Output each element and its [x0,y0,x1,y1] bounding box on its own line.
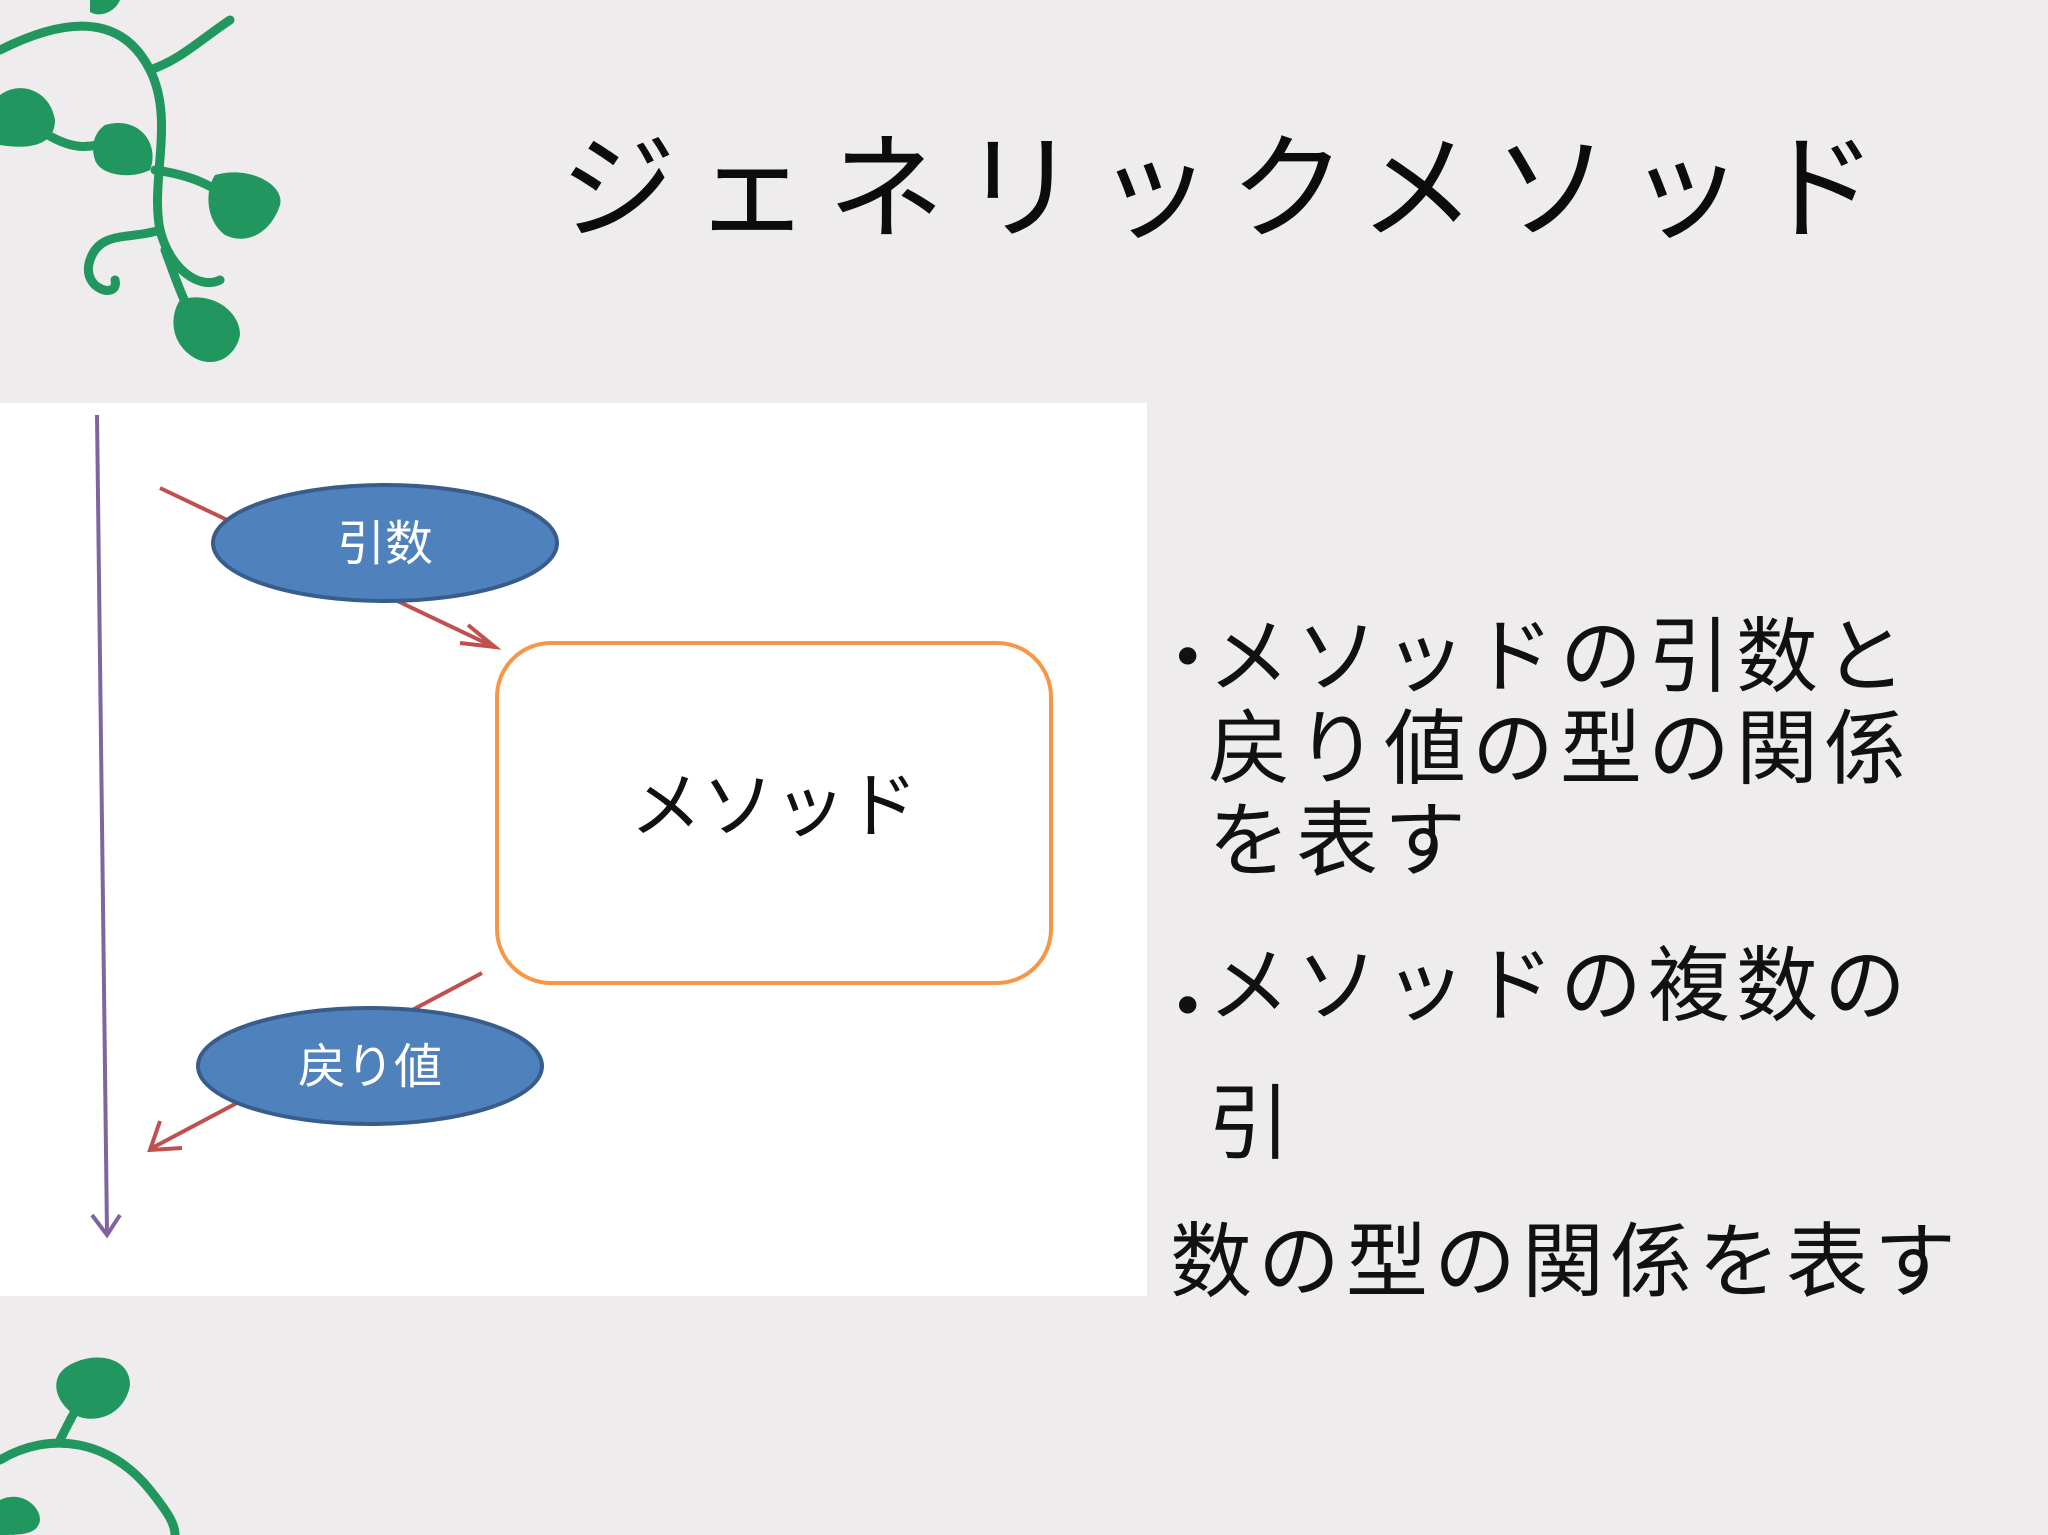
bullet-text-line-2: 数の型の関係を表す [1170,1215,1963,1310]
bullet-item: • メソッドの引数と戻り値の型の関係を表す [1170,612,1970,888]
method-label: メソッド [630,764,918,848]
bullet-text: メソッドの引数と戻り値の型の関係を表す [1208,610,1913,889]
method-diagram: 引数 メソッド 戻り値 [90,414,1053,1239]
bullet-list: • メソッドの引数と戻り値の型の関係を表す • メソッドの複数の引 数の型の関係… [1170,612,1970,1332]
timeline-arrowhead [90,1213,122,1239]
bullet-dot: • [1170,623,1212,693]
method-node [495,641,1053,985]
argument-node [211,483,559,603]
bullet-dot: • [1170,972,1212,1042]
return-node [196,1006,544,1126]
return-arrowhead [147,1120,183,1153]
bullet-item: • メソッドの複数の引 数の型の関係を表す [1170,918,1970,1332]
slide-title: ジェネリックメソッド [560,122,1896,257]
diagram-panel: 引数 メソッド 戻り値 [0,403,1147,1296]
return-label: 戻り値 [298,1039,442,1095]
argument-arrowhead [459,623,502,650]
vine-decoration-top [0,0,281,363]
argument-label: 引数 [337,516,433,572]
vine-decoration-bottom [0,1357,180,1535]
bullet-text-line-1: メソッドの複数の引 [1208,939,1913,1172]
timeline-arrow [95,414,109,1234]
